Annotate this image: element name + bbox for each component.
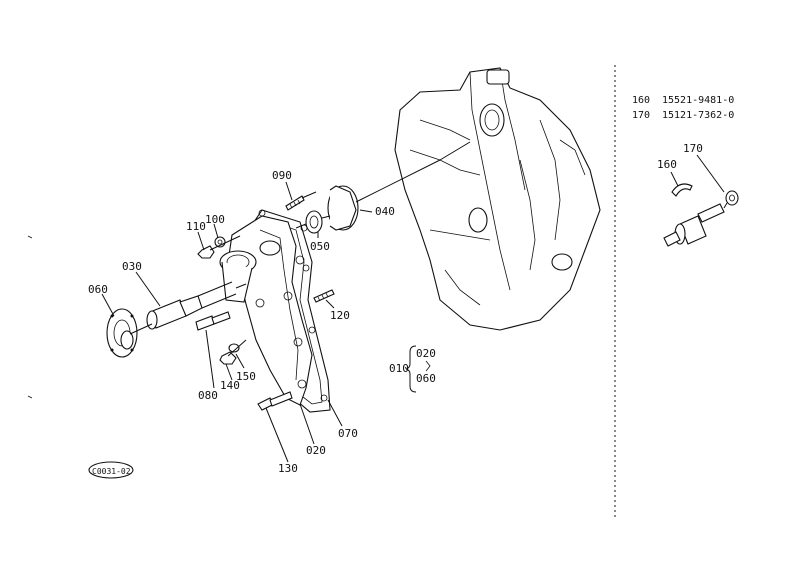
- callout-070: 070: [338, 427, 358, 440]
- assembly-lines: [129, 141, 471, 357]
- callout-100: 100: [205, 213, 225, 226]
- figure-code: C0031-02: [92, 467, 131, 476]
- callout-120: 120: [330, 309, 350, 322]
- parts-list-ref-160: 160: [632, 95, 650, 106]
- callout-090: 090: [272, 169, 292, 182]
- washer-110: [197, 245, 215, 259]
- stud-120: [313, 289, 335, 303]
- callout-080: 080: [198, 389, 218, 402]
- callout-160: 160: [657, 158, 677, 171]
- kit-item-020: 020: [416, 347, 436, 360]
- callout-050: 050: [310, 240, 330, 253]
- detail-shaft: [663, 202, 728, 247]
- callout-150: 150: [236, 370, 256, 383]
- impeller-040: [327, 185, 359, 231]
- parts-list: 160 15521-9481-0 170 15121-7362-0: [632, 95, 734, 121]
- nut-140: [219, 351, 237, 365]
- callout-040: 040: [375, 205, 395, 218]
- parts-list-ref-170: 170: [632, 110, 650, 121]
- parts-list-number-170: 15121-7362-0: [662, 110, 734, 121]
- callout-130: 130: [278, 462, 298, 475]
- leader-lines: [101, 181, 373, 463]
- seal-050: [305, 210, 323, 234]
- callout-060: 060: [88, 283, 108, 296]
- kit-item-060: 060: [416, 372, 436, 385]
- detail-view: 170 160: [657, 142, 739, 247]
- callout-030: 030: [122, 260, 142, 273]
- pulley-flange-060: [106, 308, 138, 358]
- figure-code-badge: C0031-02: [88, 461, 134, 479]
- registration-mark: [27, 235, 33, 239]
- bolt-080: [195, 311, 231, 331]
- kit-group-010: 010 020 060: [389, 345, 436, 393]
- callout-170: 170: [683, 142, 703, 155]
- kit-ref-010: 010: [389, 362, 409, 375]
- circlip-160: [671, 183, 693, 197]
- bolt-130: [257, 391, 293, 411]
- stud-090: [285, 195, 305, 211]
- parts-list-number-160: 15521-9481-0: [662, 95, 734, 106]
- registration-mark: [27, 395, 33, 399]
- callout-140: 140: [220, 379, 240, 392]
- callout-110: 110: [186, 220, 206, 233]
- callout-020: 020: [306, 444, 326, 457]
- washer-170: [725, 190, 739, 206]
- water-pump-body-020: [219, 215, 313, 406]
- washer-150: [228, 343, 240, 353]
- engine-block: [394, 67, 601, 331]
- callout-labels: 090 100 110 030 060 040 050 120 080 140 …: [88, 169, 395, 475]
- bearing-shaft-030: [146, 281, 237, 330]
